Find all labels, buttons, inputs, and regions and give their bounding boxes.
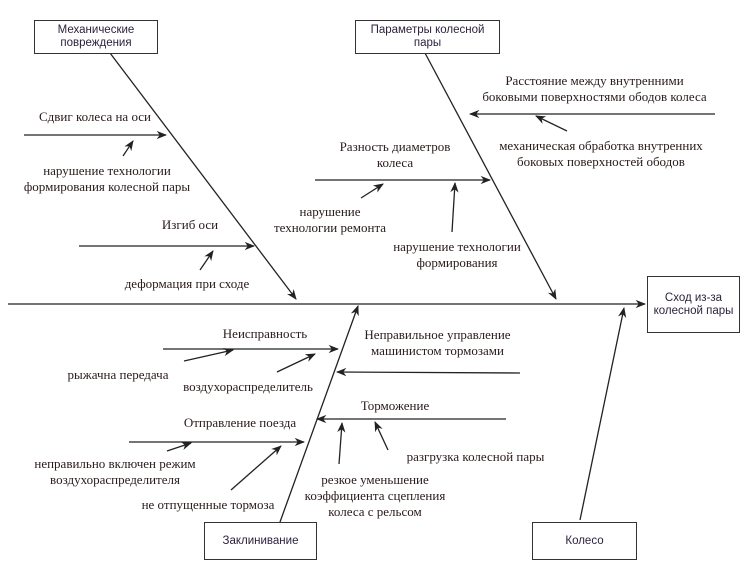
cause-distance-label: Расстояние между внутренними боковыми по…	[482, 73, 707, 104]
arrow-fault-sub2	[276, 353, 316, 373]
bone-mechanical	[109, 52, 297, 300]
cause-diameter-sub1-label: нарушение технологии ремонта	[273, 204, 387, 235]
arrow-diameter-sub2	[450, 181, 459, 233]
arrow-fault-sub1	[183, 347, 235, 362]
cause-distance-sub-label: механическая обработка внутренних боковы…	[499, 138, 703, 169]
arrow-departure-sub1	[166, 442, 192, 452]
arrow-departure-sub2	[230, 445, 282, 491]
cause-braking-sub2-label: разгрузка колесной пары	[406, 449, 545, 464]
cause-fault-sub2-label: воздухораспределитель	[183, 379, 313, 394]
cause-shift-label: Сдвиг колеса на оси	[38, 109, 151, 124]
cause-fault-label: Неисправность	[222, 326, 308, 341]
arrow-shift-sub	[122, 140, 134, 157]
arrow-braking-sub2	[374, 421, 389, 451]
category-wheel-box: Колесо	[532, 522, 637, 560]
category-params-box: Параметры колесной пары	[355, 20, 500, 54]
arrow-braking-sub1	[337, 421, 346, 465]
cause-bend-label: Изгиб оси	[161, 217, 219, 232]
cause-shift-sub-label: нарушение технологии формирования колесн…	[23, 163, 191, 194]
cause-diameter-label: Разность диаметров колеса	[339, 139, 451, 170]
cause-bend-sub-label: деформация при сходе	[124, 276, 250, 291]
cause-departure-sub1-label: неправильно включен режим воздухораспред…	[34, 456, 196, 487]
cause-diameter-sub2-label: нарушение технологии формирования	[393, 239, 521, 270]
cause-braking-label: Торможение	[360, 398, 430, 413]
effect-box: Сход из-за колесной пары	[647, 276, 740, 333]
category-jamming-box: Заклинивание	[204, 522, 317, 560]
arrow-diameter-sub1	[360, 183, 384, 199]
cause-fault-sub1-label: рыжачна передача	[67, 367, 169, 382]
arrow-driver	[335, 367, 521, 377]
arrow-bend-sub	[199, 250, 214, 271]
cause-departure-sub2-label: не отпущенные тормоза	[141, 497, 275, 512]
bone-wheel	[579, 306, 627, 521]
arrow-distance-sub	[535, 115, 568, 132]
cause-braking-sub1-label: резкое уменьшение коэффициента сцепления…	[304, 472, 446, 519]
cause-departure-label: Отправление поезда	[183, 415, 297, 430]
category-mechanical-box: Механические повреждения	[34, 20, 158, 54]
cause-driver-label: Неправильное управление машинистом тормо…	[364, 327, 511, 358]
bone-jamming	[279, 305, 359, 523]
